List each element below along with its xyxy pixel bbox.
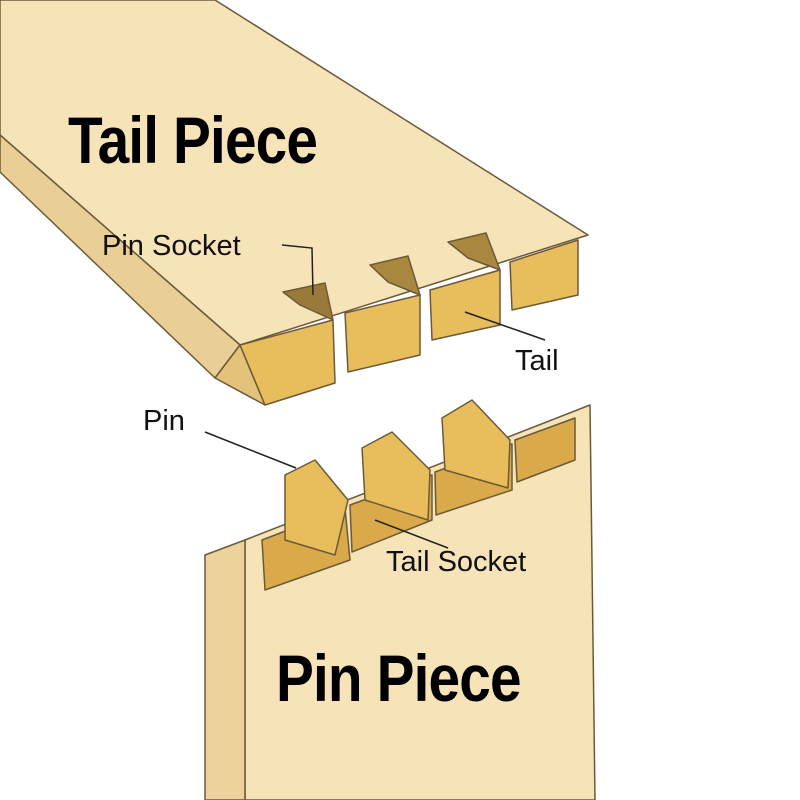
pin-socket-leader	[281, 244, 314, 296]
pin	[284, 459, 349, 556]
pin	[361, 431, 431, 521]
leader-lines	[204, 244, 546, 549]
tail-piece-title: Tail Piece	[68, 103, 318, 177]
tail-socket-leader	[374, 519, 449, 549]
pin-piece-title: Pin Piece	[276, 641, 522, 715]
tail-end	[239, 319, 336, 406]
tail-leader	[464, 311, 546, 341]
tail-socket	[514, 417, 576, 483]
tail-piece-board	[0, 0, 589, 406]
tail-label: Tail	[515, 345, 559, 377]
tail-socket-label: Tail Socket	[386, 546, 527, 578]
tail-end	[344, 294, 421, 373]
pin-label: Pin	[143, 405, 185, 437]
tail-end	[509, 239, 579, 311]
pin	[441, 399, 511, 489]
pin-board-side	[204, 539, 246, 800]
pin-piece-board	[204, 399, 596, 800]
pin-socket-label: Pin Socket	[102, 230, 241, 262]
pin-leader	[204, 431, 297, 469]
